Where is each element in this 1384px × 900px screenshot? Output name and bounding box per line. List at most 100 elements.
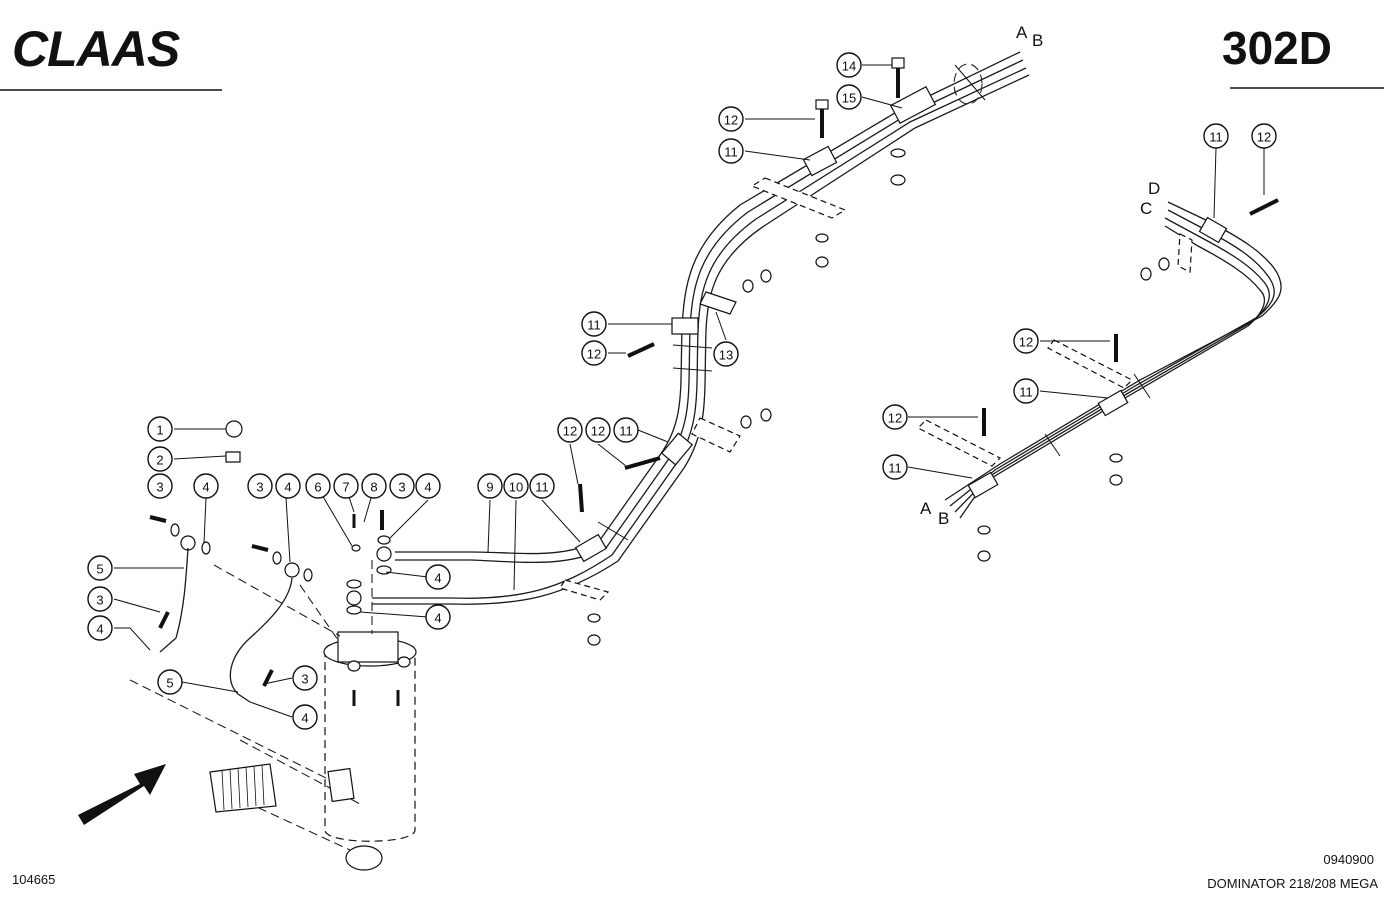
callout-circle	[361, 473, 387, 499]
callout-number: 3	[301, 672, 308, 687]
filter-assembly	[129, 420, 417, 871]
callout-circle	[1251, 123, 1277, 149]
callout-5: 5	[87, 555, 113, 581]
clamp-group-main	[559, 57, 937, 646]
callout-number: 2	[156, 453, 163, 468]
connection-letter-d: D	[1148, 179, 1160, 198]
callout-circle	[415, 473, 441, 499]
callout-circle	[87, 586, 113, 612]
callout-circle	[333, 473, 359, 499]
connection-letter-b-bottom: B	[938, 509, 949, 528]
callout-11: 11	[613, 417, 639, 443]
callout-circle	[1013, 328, 1039, 354]
callout-number: 3	[398, 480, 405, 495]
callout-number: 4	[434, 611, 441, 626]
callout-12: 12	[882, 404, 908, 430]
callout-1: 1	[147, 416, 173, 442]
callout-number: 4	[434, 571, 441, 586]
callout-number: 11	[619, 424, 633, 439]
callout-number: 11	[1209, 130, 1223, 145]
callout-number: 12	[563, 424, 577, 439]
callout-4: 4	[275, 473, 301, 499]
callout-circle	[1013, 378, 1039, 404]
callout-number: 4	[284, 480, 291, 495]
callout-number: 12	[1019, 335, 1033, 350]
callout-12: 12	[1013, 328, 1039, 354]
callout-11: 11	[529, 473, 555, 499]
callout-4: 4	[87, 615, 113, 641]
callout-number: 1	[156, 423, 163, 438]
callout-number: 9	[486, 480, 493, 495]
callout-circle	[87, 555, 113, 581]
callout-circle	[581, 340, 607, 366]
callout-number: 12	[724, 113, 738, 128]
connection-letter-a-bottom: A	[920, 499, 932, 518]
callout-circle	[882, 404, 908, 430]
callout-circle	[718, 138, 744, 164]
connection-letters: A B D C A B	[920, 23, 1160, 528]
leader-lines	[113, 64, 1265, 718]
callout-circle	[193, 473, 219, 499]
callout-circle	[87, 615, 113, 641]
callout-number: 13	[719, 348, 733, 363]
callout-circle	[147, 416, 173, 442]
pipe-run-main	[372, 51, 1030, 605]
callout-number: 12	[1257, 130, 1271, 145]
callout-number: 12	[888, 411, 902, 426]
callout-number: 14	[842, 59, 856, 74]
connection-letter-c: C	[1140, 199, 1152, 218]
callout-5: 5	[157, 669, 183, 695]
callout-circle	[836, 84, 862, 110]
callout-circle	[503, 473, 529, 499]
callout-number: 4	[202, 480, 209, 495]
callout-number: 6	[314, 480, 321, 495]
callout-circle	[292, 704, 318, 730]
pipe-run-right	[916, 198, 1282, 562]
callout-number: 7	[342, 480, 349, 495]
callout-circle	[292, 665, 318, 691]
callout-number: 4	[424, 480, 431, 495]
callout-2: 2	[147, 446, 173, 472]
callout-7: 7	[333, 473, 359, 499]
page-code: 302D	[1222, 22, 1332, 74]
callout-12: 12	[718, 106, 744, 132]
callout-circle	[147, 446, 173, 472]
callout-3: 3	[292, 665, 318, 691]
callout-4: 4	[425, 604, 451, 630]
callout-3: 3	[87, 586, 113, 612]
callout-3: 3	[389, 473, 415, 499]
date-code: 0940900	[1323, 852, 1374, 867]
callout-12: 12	[585, 417, 611, 443]
callout-number: 11	[724, 145, 738, 160]
callout-circle	[477, 473, 503, 499]
callout-circle	[275, 473, 301, 499]
callout-3: 3	[247, 473, 273, 499]
callout-11: 11	[1013, 378, 1039, 404]
callout-circle	[718, 106, 744, 132]
callout-number: 15	[842, 91, 856, 106]
callout-6: 6	[305, 473, 331, 499]
pipe-break-marks	[597, 63, 986, 541]
callout-13: 13	[713, 341, 739, 367]
drawing-number: 104665	[12, 872, 55, 887]
callout-circle	[529, 473, 555, 499]
brand-logo-text: CLAAS	[12, 21, 180, 77]
callout-circle	[585, 417, 611, 443]
callout-15: 15	[836, 84, 862, 110]
callout-11: 11	[882, 454, 908, 480]
callout-11: 11	[718, 138, 744, 164]
model-name: DOMINATOR 218/208 MEGA	[1207, 876, 1378, 891]
callout-number: 12	[591, 424, 605, 439]
callout-number: 11	[535, 480, 549, 495]
callout-circle	[613, 417, 639, 443]
callout-12: 12	[557, 417, 583, 443]
callout-3: 3	[147, 473, 173, 499]
callout-number: 5	[96, 562, 103, 577]
callout-4: 4	[292, 704, 318, 730]
callout-number: 3	[256, 480, 263, 495]
callout-number: 4	[96, 622, 103, 637]
callout-number: 12	[587, 347, 601, 362]
callout-4: 4	[193, 473, 219, 499]
